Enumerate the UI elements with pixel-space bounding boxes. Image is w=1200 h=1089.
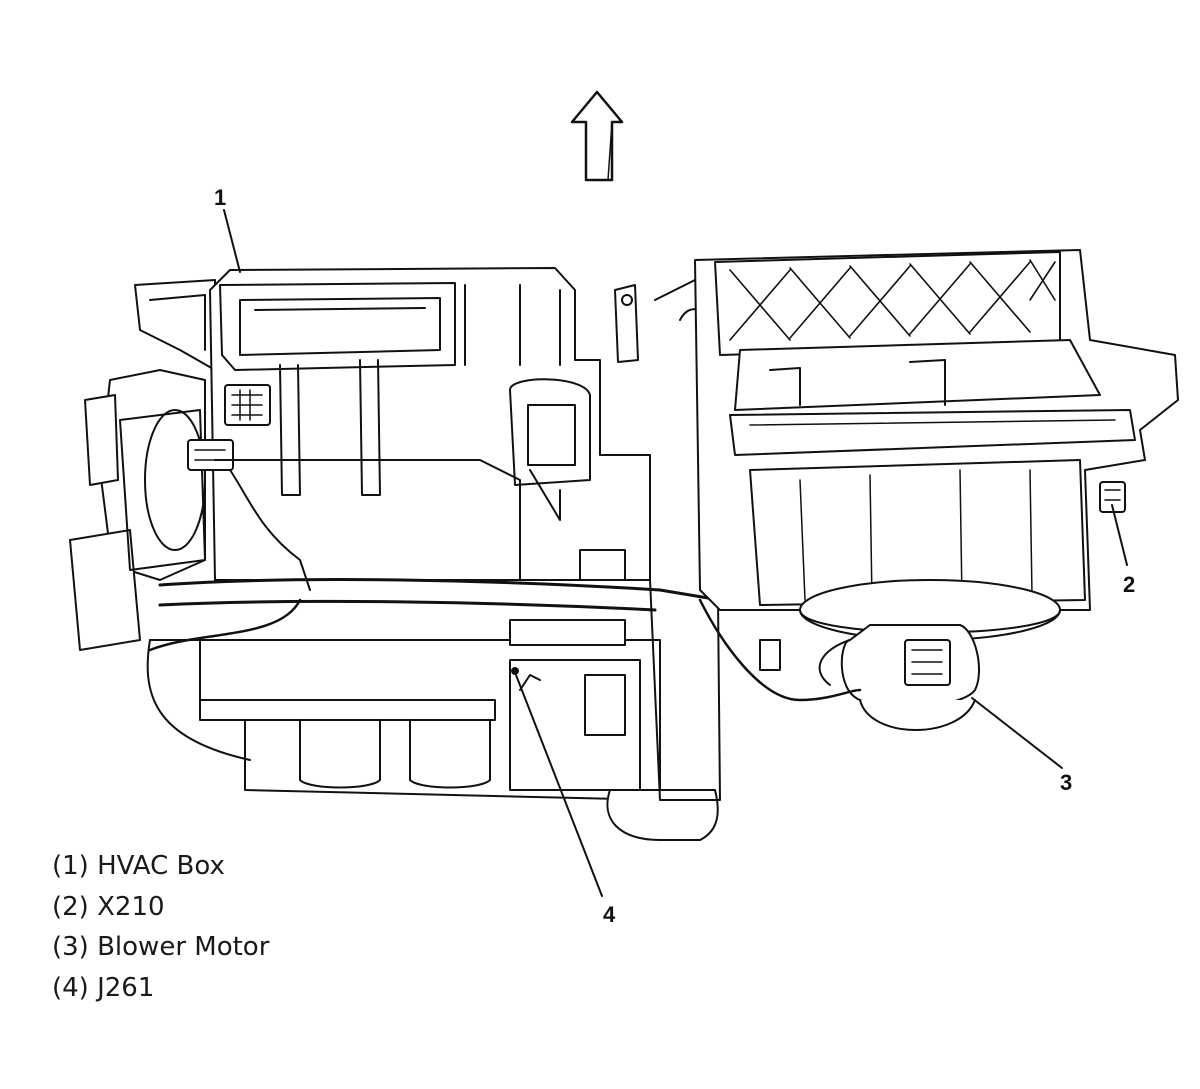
blower-motor xyxy=(818,624,980,731)
callout-3: 3 xyxy=(1060,770,1072,795)
blower-housing xyxy=(694,249,1179,641)
callout-1: 1 xyxy=(214,185,226,210)
callout-2: 2 xyxy=(1123,572,1135,597)
callout-4: 4 xyxy=(603,902,616,927)
hvac-box-housing xyxy=(69,267,722,841)
legend-item-blower-motor: (3) Blower Motor xyxy=(52,932,270,962)
legend-item-hvac-box: (1) HVAC Box xyxy=(52,851,225,881)
component-legend: (1) HVAC Box (2) X210 (3) Blower Motor (… xyxy=(52,846,269,1008)
legend-item-x210: (2) X210 xyxy=(52,891,165,922)
leader-lines xyxy=(223,209,1128,897)
legend-item-j261: (4) J261 xyxy=(52,972,155,1003)
direction-arrow-icon xyxy=(570,90,624,182)
